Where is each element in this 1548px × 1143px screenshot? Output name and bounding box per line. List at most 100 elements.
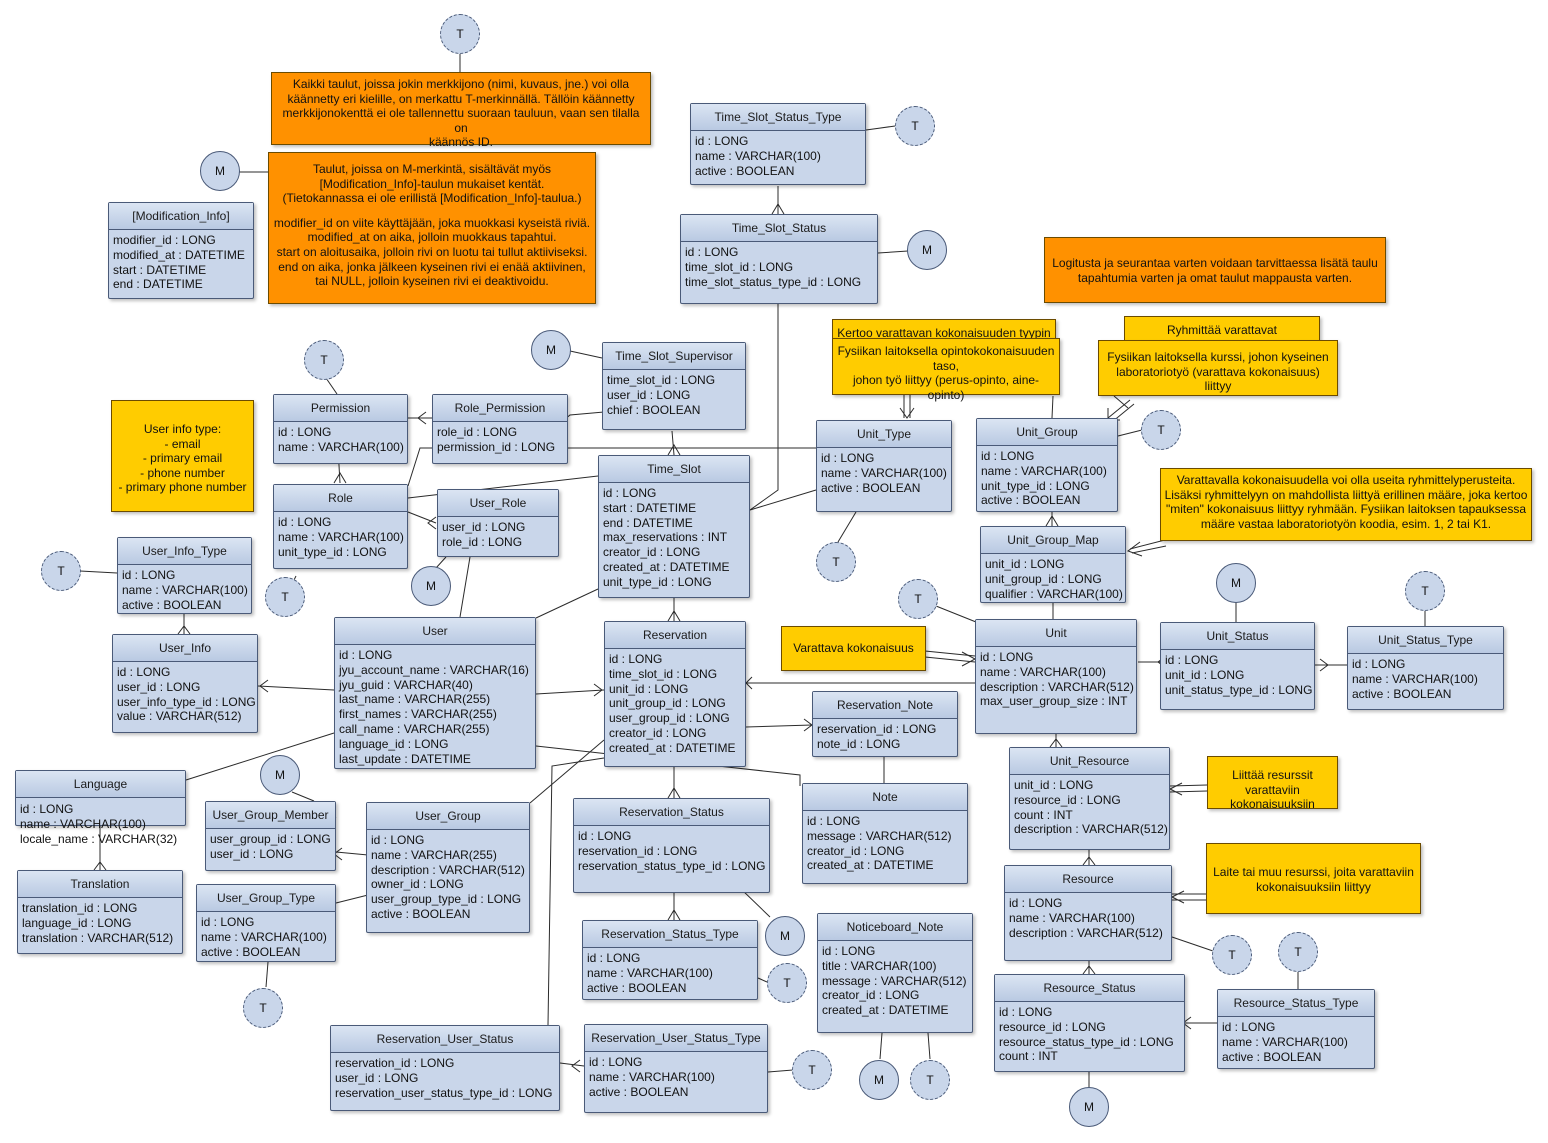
table-attribute: time_slot_status_type_id : LONG	[685, 274, 862, 289]
note-user-info-type: User info type:- email- primary email- p…	[111, 400, 254, 512]
table-attribute: active : BOOLEAN	[821, 480, 921, 495]
table-attribute: user_id : LONG	[442, 520, 526, 534]
note-line: - email	[164, 436, 201, 451]
table-attribute: modifier_id : LONG	[113, 233, 216, 247]
note-line: "miten" kokonaisuus liittyy ryhmään. Fys…	[1165, 502, 1526, 517]
table-attribute: jyu_guid : VARCHAR(40)	[339, 677, 473, 692]
table-reservation-user-status[interactable]: Reservation_User_Status reservation_id :…	[330, 1025, 560, 1111]
table-attribute: note_id : LONG	[817, 736, 901, 751]
table-attribute: active : BOOLEAN	[695, 163, 795, 178]
note-line: Taulut, joissa on M-merkintä, sisältävät…	[312, 162, 552, 176]
note-line: [Modification_Info]-taulun mukaiset kent…	[319, 176, 545, 191]
table-title: Unit_Group	[977, 419, 1117, 446]
note-line: Varattava kokonaisuus	[793, 641, 914, 655]
note-line: laboratoriotyö (varattava kokonaisuus) l…	[1116, 364, 1320, 394]
note-line: kokonaisuuksiin liittyy	[1256, 879, 1371, 894]
table-attribute: name : VARCHAR(100)	[20, 816, 146, 831]
table-attribute: unit_id : LONG	[1014, 778, 1094, 792]
table-attribute: id : LONG	[578, 829, 632, 843]
table-title: User_Group	[367, 803, 529, 830]
table-title: Unit_Status	[1161, 623, 1314, 650]
table-attribute: title : VARCHAR(100)	[822, 958, 937, 973]
table-time-slot-supervisor[interactable]: Time_Slot_Supervisor time_slot_id : LONG…	[602, 342, 746, 430]
table-attribute: name : VARCHAR(100)	[980, 664, 1106, 679]
table-attribute: name : VARCHAR(100)	[981, 463, 1107, 478]
table-title: Time_Slot_Supervisor	[603, 343, 745, 370]
table-attribute: creator_id : LONG	[807, 843, 905, 858]
table-attribute: id : LONG	[278, 425, 332, 439]
modification-marker: M	[859, 1060, 899, 1100]
table-attribute: name : VARCHAR(100)	[587, 965, 713, 980]
translation-marker: T	[440, 14, 480, 54]
table-title: Reservation_User_Status	[331, 1026, 559, 1053]
table-attribute: active : BOOLEAN	[371, 906, 471, 921]
table-title: Time_Slot_Status	[681, 215, 877, 242]
note-unit-group-map: Varattavalla kokonaisuudella voi olla us…	[1160, 468, 1532, 541]
table-title: User	[335, 618, 535, 645]
note-line: Kaikki taulut, joissa jokin merkkijono (…	[292, 77, 630, 91]
table-attribute: id : LONG	[371, 833, 425, 847]
table-attribute: start : DATETIME	[113, 262, 207, 277]
table-attribute: active : BOOLEAN	[122, 597, 222, 612]
table-attribute: user_group_type_id : LONG	[371, 892, 522, 907]
table-attribute: time_slot_id : LONG	[685, 259, 794, 274]
table-title: Language	[16, 771, 185, 798]
table-attribute: id : LONG	[609, 652, 663, 666]
table-attribute: unit_status_type_id : LONG	[1165, 682, 1313, 697]
table-title: Resource	[1005, 866, 1171, 893]
table-title: Translation	[18, 871, 182, 898]
table-title: Unit_Type	[817, 421, 951, 448]
note-line: tapahtumia varten ja omat taulut mappaus…	[1077, 270, 1353, 285]
note-modification-info: Taulut, joissa on M-merkintä, sisältävät…	[268, 152, 596, 304]
table-title: Reservation	[605, 622, 745, 649]
note-line: Kertoo varattavan kokonaisuuden tyypin	[837, 326, 1051, 340]
table-title: Role	[274, 485, 407, 512]
table-attribute: id : LONG	[1009, 896, 1063, 910]
table-attribute: description : VARCHAR(512)	[371, 862, 525, 877]
table-attribute: creator_id : LONG	[822, 988, 920, 1003]
table-title: Resource_Status	[995, 975, 1184, 1002]
table-attribute: language_id : LONG	[339, 736, 449, 751]
table-attribute: id : LONG	[981, 449, 1035, 463]
translation-marker: T	[1405, 571, 1445, 611]
table-attribute: call_name : VARCHAR(255)	[339, 721, 490, 736]
table-attribute: name : VARCHAR(255)	[371, 847, 497, 862]
table-attribute: resource_status_type_id : LONG	[999, 1034, 1174, 1049]
translation-marker: T	[41, 551, 81, 591]
note-line: - primary phone number	[118, 480, 247, 495]
table-attribute: name : VARCHAR(100)	[695, 148, 821, 163]
